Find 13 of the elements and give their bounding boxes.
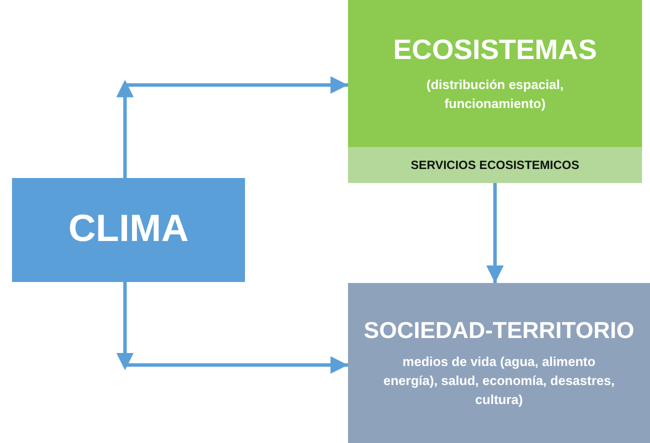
ecosystem-services-band [348,147,642,183]
arrow [116,282,348,374]
climate-box [12,178,245,282]
box-heading: CLIMA [68,208,189,252]
box-heading: SOCIEDAD-TERRITORIO [364,316,634,343]
box-heading: ECOSISTEMAS [393,34,597,66]
society-territory-box [348,283,650,443]
box-description: (distribución espacial, funcionamiento) [425,76,565,113]
box-description: medios de vida (agua, alimento energía), salud, economía, desastres, cultura) [382,352,616,409]
band-label: SERVICIOS ECOSISTEMICOS [410,158,580,172]
arrow [116,76,348,178]
arrow [486,183,504,283]
ecosystems-box [348,0,642,183]
